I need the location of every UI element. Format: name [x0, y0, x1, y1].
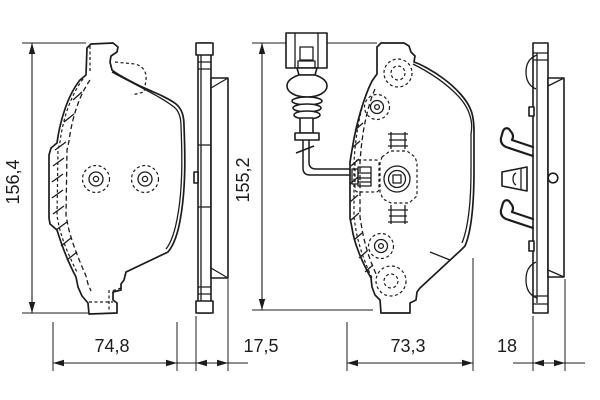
sensor-wire-terminal: [351, 159, 380, 193]
arrowhead-up: [258, 43, 266, 54]
edge-nub: [528, 106, 535, 117]
spring-clip: [499, 199, 535, 230]
bottom-tab-hidden-lines: [89, 287, 122, 312]
top-tab-hidden-hook: [383, 58, 413, 88]
friction-chamfers: [547, 77, 565, 278]
wear-sensor-connector: [285, 32, 328, 141]
guide-hole: [81, 164, 111, 194]
arrowhead-down: [258, 299, 266, 310]
bottom-tab-hidden-hook: [375, 251, 451, 297]
pad-outline: [349, 42, 475, 314]
friction-chamfers: [210, 77, 229, 279]
wire-break-mark: [295, 145, 315, 154]
pad-outline: [48, 42, 186, 315]
arrowhead-left: [347, 359, 358, 367]
arrowhead-down: [28, 302, 36, 313]
connector-neck: [296, 67, 318, 76]
arrowhead-up: [28, 43, 36, 54]
dimension-outer-pad-height: 156,4: [3, 42, 88, 314]
top-tab-hidden-lines: [89, 46, 147, 96]
chamfer-line: [111, 71, 183, 250]
wear-sensor-cavity: [379, 132, 418, 224]
inner-pad-front-view: [285, 32, 475, 314]
dimension-inner-pad-thickness: 18: [497, 279, 585, 371]
friction-block: [210, 77, 229, 279]
dimension-inner-pad-width: 73,3: [346, 258, 474, 371]
sensor-stem: [299, 117, 314, 134]
sensor-wire: [295, 140, 357, 176]
top-hook: [525, 54, 538, 90]
arrowhead-right: [166, 359, 177, 367]
guide-hole: [130, 164, 160, 194]
edge-hatch-ticks: [51, 91, 83, 261]
dimension-label-height-2: 155,2: [233, 157, 253, 202]
dimension-outer-pad-width: 74,8: [52, 322, 178, 371]
ridged-plug-top: [388, 132, 408, 149]
arrowhead-left: [53, 359, 64, 367]
bottom-tab: [195, 300, 214, 314]
inner-pad-side-view: [499, 42, 565, 314]
outer-pad-front-view: [48, 42, 186, 315]
dimension-label-thickness-2: 18: [497, 336, 517, 356]
dimension-label-width-1: 74,8: [94, 336, 129, 356]
retainer-nub: [193, 171, 199, 184]
ridged-plug-bottom: [388, 205, 408, 224]
guide-hole: [367, 232, 395, 260]
dimension-outer-pad-thickness: 17,5: [176, 279, 279, 371]
top-tab: [195, 42, 214, 56]
edge-nub: [528, 240, 535, 252]
dimension-label-width-2: 73,3: [390, 336, 425, 356]
stem-flange: [294, 132, 320, 141]
friction-boundary-dashed: [359, 88, 378, 277]
backplate-edge-dashed: [56, 78, 84, 273]
arrowhead-left: [196, 359, 207, 367]
edge-hatch-ticks: [349, 122, 374, 273]
friction-boundary-dashed: [65, 79, 92, 292]
rivet-hole: [547, 172, 559, 184]
spring-clip: [499, 127, 535, 158]
backplate: [532, 42, 549, 314]
bottom-hook: [525, 261, 538, 299]
dimension-label-thickness-1: 17,5: [243, 336, 278, 356]
arrowhead-right: [217, 359, 228, 367]
outer-pad-side-view: [193, 42, 229, 314]
rubber-boot: [286, 74, 328, 98]
sensor-bracket: [501, 166, 528, 192]
arrowhead-right: [462, 359, 473, 367]
backplate: [197, 42, 212, 314]
chamfer-line: [412, 63, 473, 244]
dimension-label-height-1: 156,4: [3, 159, 23, 204]
guide-hole: [363, 93, 391, 121]
sensor-contact-outer: [383, 165, 411, 193]
backplate-edge-dashed: [353, 86, 373, 279]
sensor-contact-inner: [387, 169, 407, 189]
arrowhead-right: [554, 359, 565, 367]
arrowhead-left: [533, 359, 544, 367]
